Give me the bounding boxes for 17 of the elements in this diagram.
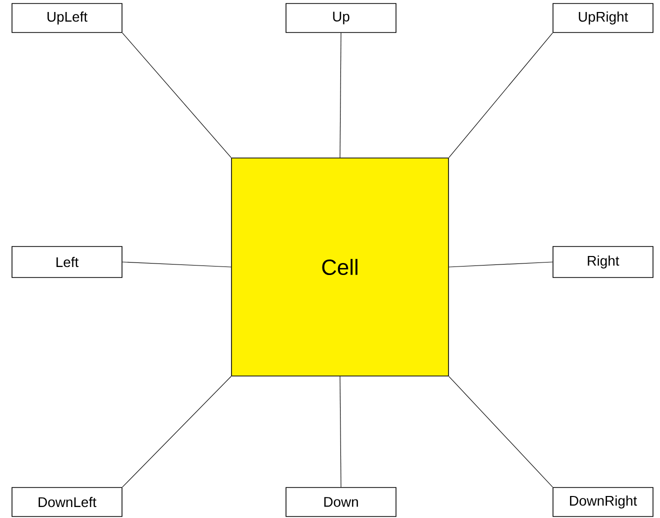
- label-box: DownRight: [552, 487, 654, 517]
- label-box: Down: [286, 487, 396, 517]
- cell-square: Cell: [231, 158, 449, 376]
- connector-line: [340, 376, 342, 488]
- connector-line: [448, 376, 553, 488]
- connector-line: [122, 32, 232, 158]
- label-box: DownLeft: [12, 487, 122, 517]
- label-box: Left: [12, 246, 122, 278]
- connector-line: [122, 376, 232, 488]
- label-box: Up: [286, 3, 396, 33]
- connector-line: [122, 262, 232, 268]
- connector-line: [448, 32, 553, 158]
- label-box: UpLeft: [12, 3, 122, 33]
- label-box: UpRight: [552, 3, 654, 33]
- connector-line: [448, 262, 553, 268]
- connector-line: [340, 32, 342, 158]
- label-box: Right: [552, 246, 654, 278]
